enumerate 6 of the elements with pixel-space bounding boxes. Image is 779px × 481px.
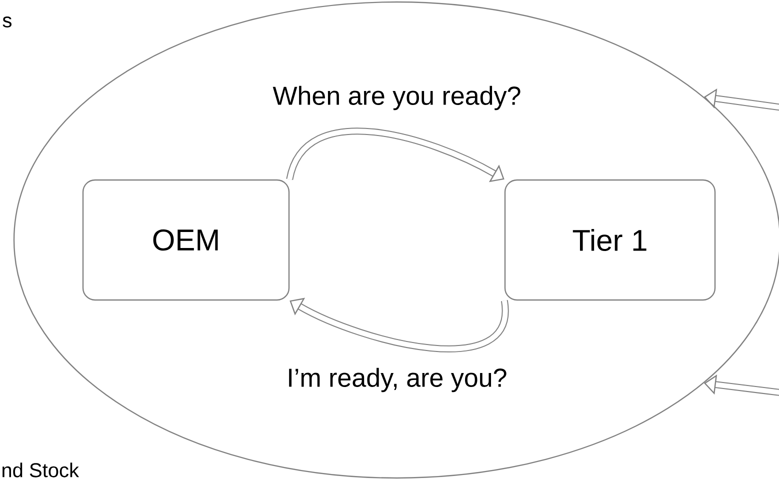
edge-label: I’m ready, are you? — [284, 366, 510, 394]
rounded-box: Tier 1 — [504, 179, 716, 301]
text-fragment: nd Stock — [2, 462, 80, 478]
edge-label: When are you ready? — [270, 84, 524, 112]
rounded-box: OEM — [82, 179, 290, 301]
text-fragment: s — [2, 16, 12, 28]
